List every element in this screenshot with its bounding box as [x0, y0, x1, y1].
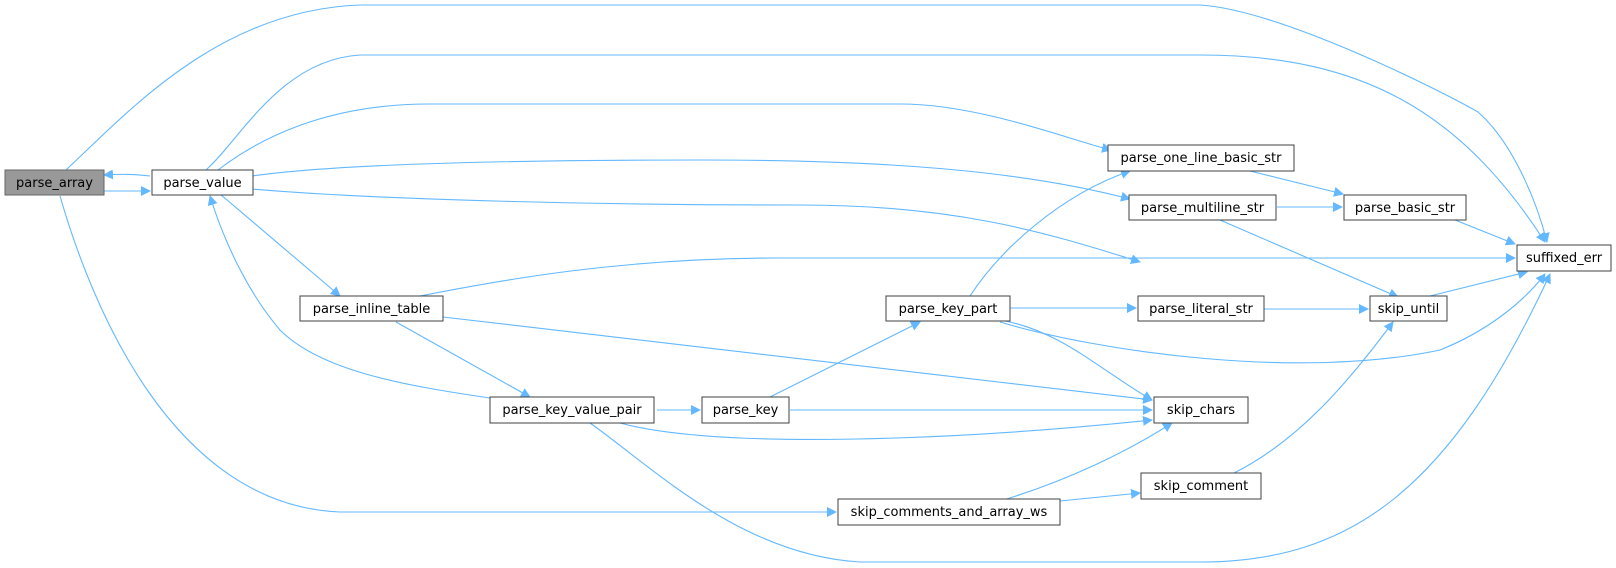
node-parse_literal_str[interactable]: parse_literal_str [1137, 295, 1265, 322]
edge-parse_inline_table-parse_key_value_pair [395, 321, 531, 398]
node-label: skip_until [1378, 302, 1439, 317]
edge-parse_array-suffixed_err [65, 4, 1550, 243]
edge-parse_value-parse_array [103, 169, 151, 180]
node-parse_inline_table[interactable]: parse_inline_table [299, 295, 444, 322]
node-skip_comments_and_array_ws[interactable]: skip_comments_and_array_ws [837, 498, 1061, 526]
edge-parse_key_part-skip_chars [999, 319, 1153, 401]
node-label: parse_multiline_str [1141, 201, 1265, 216]
node-label: skip_chars [1167, 403, 1235, 418]
edge-parse_value-parse_literal_str [251, 188, 1141, 265]
edge-parse_key-parse_key_part [769, 321, 921, 398]
node-label: parse_key_part [899, 302, 998, 317]
node-label: suffixed_err [1526, 251, 1603, 266]
node-label: parse_value [163, 176, 241, 191]
node-skip_comment[interactable]: skip_comment [1140, 472, 1262, 500]
edge-parse_multiline_str-skip_until [1219, 219, 1399, 299]
edge-parse_key_value_pair-suffixed_err [589, 273, 1551, 563]
node-label: parse_one_line_basic_str [1121, 151, 1283, 166]
node-parse_multiline_str[interactable]: parse_multiline_str [1128, 194, 1277, 221]
node-label: parse_inline_table [313, 302, 431, 317]
node-label: parse_literal_str [1149, 302, 1253, 317]
edge-parse_key_value_pair-parse_value [207, 195, 491, 399]
edge-parse_one_line_basic_str-parse_basic_str [1249, 170, 1344, 197]
node-label: parse_key_value_pair [502, 403, 642, 418]
node-parse_key[interactable]: parse_key [701, 396, 790, 424]
node-parse_key_value_pair[interactable]: parse_key_value_pair [489, 396, 655, 424]
edge-parse_key_part-suffixed_err [999, 273, 1546, 364]
node-label: parse_basic_str [1355, 201, 1456, 216]
edge-parse_value-parse_multiline_str [251, 159, 1131, 202]
edge-skip_until-suffixed_err [1429, 269, 1528, 297]
edge-parse_key_value_pair-skip_chars [619, 415, 1153, 440]
node-label: skip_comment [1154, 479, 1248, 494]
node-parse_array[interactable]: parse_array [4, 169, 105, 196]
node-parse_basic_str[interactable]: parse_basic_str [1343, 194, 1467, 221]
edges [59, 4, 1551, 563]
edge-parse_key_part-parse_one_line_basic_str [969, 169, 1131, 297]
node-parse_one_line_basic_str[interactable]: parse_one_line_basic_str [1107, 144, 1295, 172]
node-skip_chars[interactable]: skip_chars [1153, 396, 1249, 424]
node-suffixed_err[interactable]: suffixed_err [1516, 244, 1612, 272]
node-label: parse_key [713, 403, 779, 418]
edge-parse_basic_str-suffixed_err [1454, 219, 1516, 246]
edge-parse_inline_table-skip_chars [442, 316, 1153, 404]
node-label: parse_array [16, 176, 93, 191]
edge-parse_value-parse_one_line_basic_str [217, 103, 1112, 171]
edge-parse_value-parse_inline_table [219, 193, 341, 297]
node-parse_value[interactable]: parse_value [151, 169, 254, 196]
node-skip_until[interactable]: skip_until [1369, 295, 1448, 322]
edge-parse_inline_table-suffixed_err [409, 253, 1516, 299]
edge-parse_value-suffixed_err [205, 54, 1546, 243]
node-parse_key_part[interactable]: parse_key_part [885, 295, 1011, 322]
edge-skip_comments_and_array_ws-skip_comment [1059, 488, 1141, 502]
edge-skip_comment-skip_until [1233, 321, 1394, 474]
edge-skip_comments_and_array_ws-skip_chars [999, 422, 1173, 502]
node-label: skip_comments_and_array_ws [851, 505, 1048, 520]
nodes: parse_array parse_value parse_inline_tab… [4, 144, 1612, 526]
edge-parse_array-skip_comments_and_array_ws [59, 195, 837, 517]
